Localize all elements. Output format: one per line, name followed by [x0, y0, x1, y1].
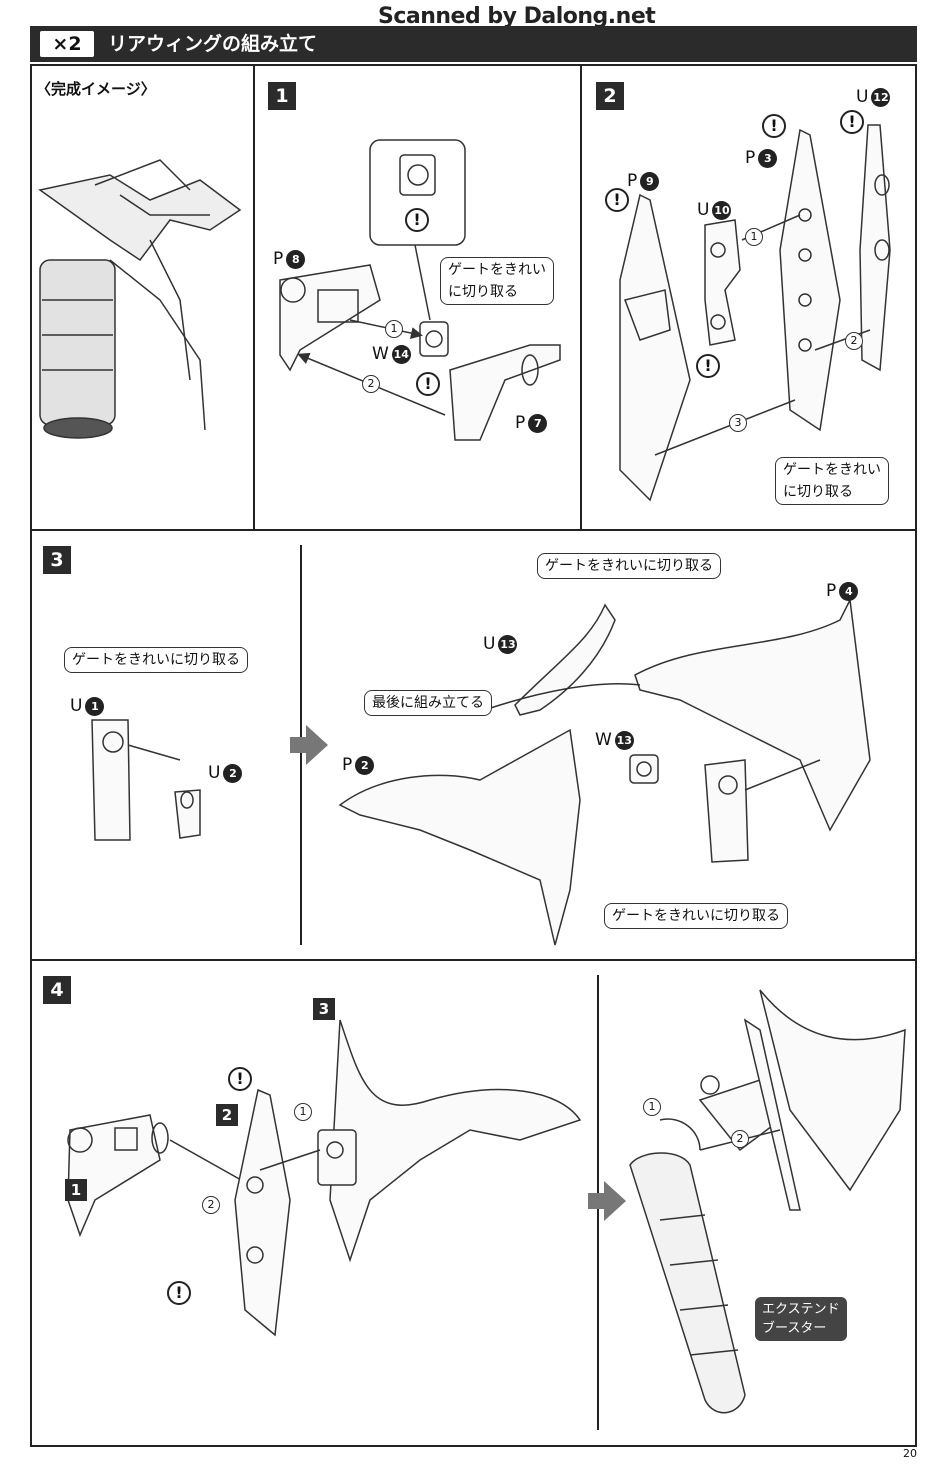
- order-marker: 2: [845, 332, 863, 350]
- completed-wing-figure: [38, 159, 242, 439]
- page-title: リアウィングの組み立て: [108, 33, 318, 55]
- watermark-text: Scanned by Dalong.net: [378, 4, 656, 29]
- part-letter: P: [627, 171, 638, 191]
- part-number: 9: [640, 171, 660, 191]
- caution-icon: !: [228, 1067, 252, 1091]
- part-number: 7: [528, 413, 548, 433]
- divider: [30, 959, 917, 961]
- part-number: 14: [391, 344, 411, 364]
- next-arrow: [306, 725, 328, 765]
- page-number: 20: [903, 1447, 917, 1460]
- label-line: ブースター: [762, 1321, 827, 1336]
- caution-icon: !: [167, 1281, 191, 1305]
- panel-grid: [30, 64, 917, 1447]
- part-number: 1: [85, 696, 105, 716]
- step-1-number: 1: [268, 82, 296, 110]
- part-number: 8: [286, 249, 306, 269]
- assemble-last-note: 最後に組み立てる: [364, 690, 492, 716]
- order-marker: 1: [643, 1098, 661, 1116]
- caution-icon: !: [605, 188, 629, 212]
- part-number: 4: [839, 581, 859, 601]
- part-number: 10: [712, 200, 732, 220]
- order-marker: 2: [362, 375, 380, 393]
- label-line: エクステンド: [762, 1302, 840, 1317]
- part-letter: U: [70, 696, 83, 716]
- part-number: 2: [223, 763, 243, 783]
- order-marker: 3: [729, 414, 747, 432]
- next-arrow: [290, 737, 306, 753]
- caution-icon: !: [405, 208, 429, 232]
- part-letter: U: [856, 87, 869, 107]
- note-line: に切り取る: [448, 284, 518, 300]
- gate-note: ゲートをきれいに切り取る: [440, 257, 554, 305]
- part-letter: P: [515, 413, 526, 433]
- note-line: に切り取る: [783, 484, 853, 500]
- part-number: 2: [355, 755, 375, 775]
- order-marker: 2: [731, 1130, 749, 1148]
- order-marker: 1: [294, 1103, 312, 1121]
- step-3-number: 3: [43, 546, 71, 574]
- gate-note: ゲートをきれいに切り取る: [775, 457, 889, 505]
- sub-assembly-1-label: 1: [65, 1179, 87, 1201]
- part-letter: W: [372, 344, 389, 364]
- title-bar: [30, 26, 917, 62]
- divider: [580, 64, 582, 530]
- order-marker: 1: [745, 228, 763, 246]
- part-number: 13: [498, 634, 518, 654]
- gate-note: ゲートをきれいに切り取る: [604, 903, 788, 929]
- step3-art: [91, 597, 871, 946]
- step4-art: [67, 989, 906, 1414]
- step-4-number: 4: [43, 976, 71, 1004]
- step2-art: [619, 124, 891, 502]
- caution-icon: !: [416, 372, 440, 396]
- divider: [253, 64, 255, 530]
- caution-icon: !: [840, 110, 864, 134]
- sub-assembly-3-label: 3: [313, 998, 335, 1020]
- sub-assembly-2-label: 2: [216, 1104, 238, 1126]
- part-letter: P: [745, 148, 756, 168]
- part-number: 12: [871, 87, 891, 107]
- part-letter: P: [273, 249, 284, 269]
- order-marker: 2: [202, 1196, 220, 1214]
- divider: [30, 529, 917, 531]
- part-letter: U: [483, 634, 496, 654]
- note-line: ゲートをきれい: [783, 462, 881, 478]
- completed-image-label: 〈完成イメージ〉: [36, 80, 156, 98]
- part-letter: U: [208, 763, 221, 783]
- part-number: 3: [758, 148, 778, 168]
- gate-note: ゲートをきれいに切り取る: [537, 553, 721, 579]
- next-arrow: [604, 1181, 626, 1221]
- part-letter: P: [342, 755, 353, 775]
- part-number: 13: [614, 730, 634, 750]
- part-letter: W: [595, 730, 612, 750]
- part-letter: P: [826, 581, 837, 601]
- caution-icon: !: [696, 354, 720, 378]
- step-2-number: 2: [596, 82, 624, 110]
- gate-note: ゲートをきれいに切り取る: [64, 647, 248, 673]
- count-badge: ×2: [40, 31, 94, 57]
- step1-art: [279, 139, 561, 441]
- note-line: ゲートをきれい: [448, 262, 546, 278]
- extend-booster-label: エクステンドブースター: [755, 1297, 847, 1341]
- part-letter: U: [697, 200, 710, 220]
- order-marker: 1: [385, 320, 403, 338]
- next-arrow: [588, 1193, 604, 1209]
- caution-icon: !: [762, 114, 786, 138]
